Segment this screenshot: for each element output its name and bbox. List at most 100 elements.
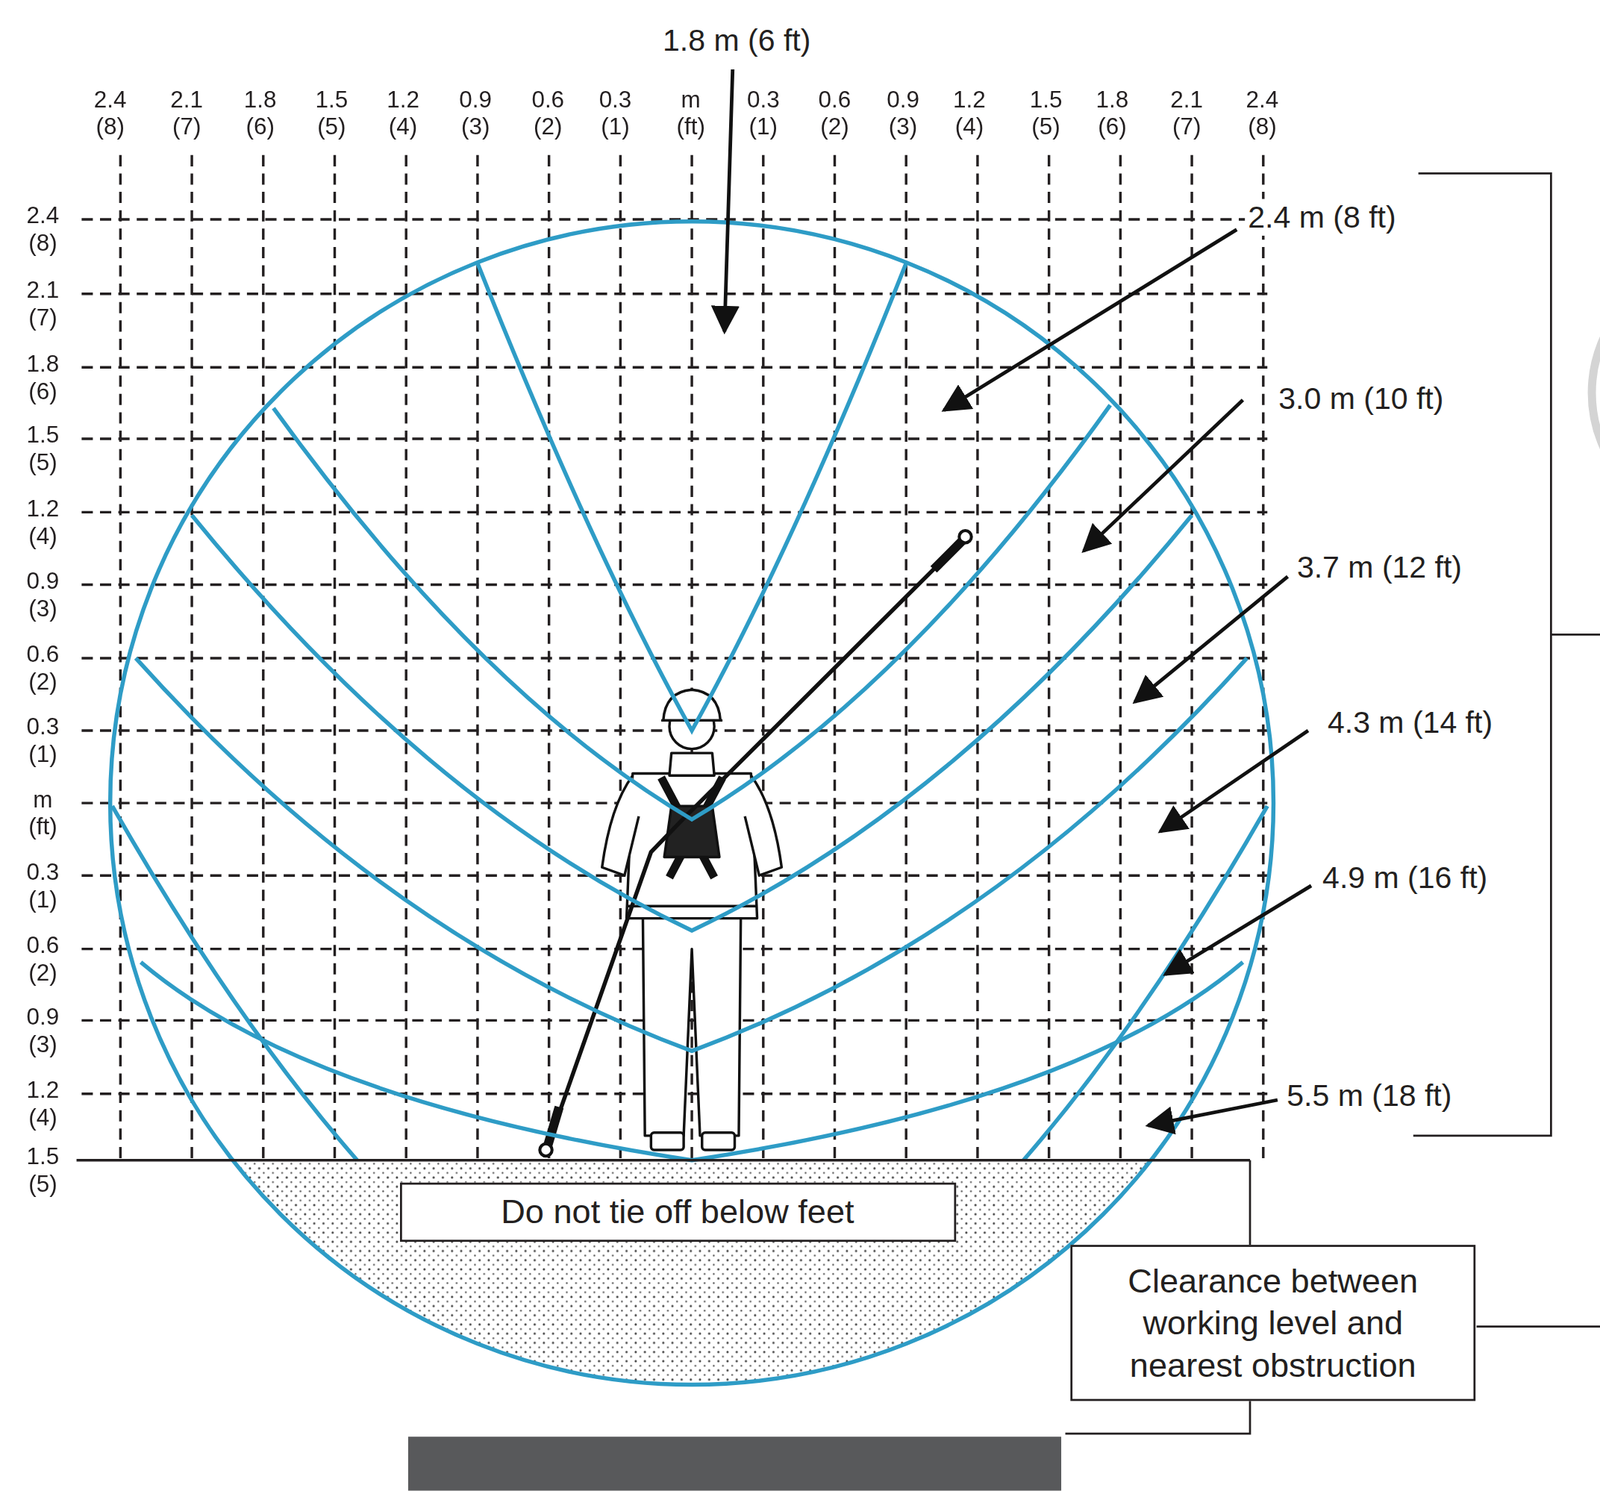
note-box: Clearance between working level and near… xyxy=(1070,1244,1476,1401)
grid-line xyxy=(81,511,1268,514)
grid-line xyxy=(81,292,1268,295)
axis-label: 0.3 (1) xyxy=(26,713,60,769)
grid-line xyxy=(1047,155,1050,1161)
axis-label: 0.3 (1) xyxy=(26,858,60,914)
worker-figure xyxy=(661,777,723,878)
box-text: Clearance between working level and near… xyxy=(1082,1259,1464,1386)
clearance-curve xyxy=(273,405,1110,820)
clearance-curve xyxy=(477,263,906,731)
axis-label: 1.8 (6) xyxy=(244,85,277,142)
axis-label: 1.8 (6) xyxy=(1096,85,1130,142)
box-text: Do not tie off below feet xyxy=(500,1191,854,1233)
obstruction-bar xyxy=(408,1436,1062,1491)
axis-label: 2.4 (8) xyxy=(94,85,127,142)
bracket-line xyxy=(76,173,1600,1434)
bracket-line xyxy=(1476,1325,1600,1328)
axis-label: 0.6 (2) xyxy=(26,641,60,697)
worker-figure xyxy=(602,775,639,876)
axis-label: 1.2 (4) xyxy=(386,85,420,142)
grid-line xyxy=(333,155,336,1161)
lanyard xyxy=(933,538,965,570)
grid-line xyxy=(904,155,907,1161)
axis-label: 2.1 (7) xyxy=(26,276,60,333)
leader-arrow xyxy=(944,229,1237,411)
box-text-group: Do not tie off below feet xyxy=(500,1191,854,1233)
distance-label: 1.8 m (6 ft) xyxy=(659,22,815,59)
lanyard xyxy=(539,1144,552,1156)
bracket-line xyxy=(1065,1400,1250,1434)
axis-label: 0.9 (3) xyxy=(26,567,60,623)
grid-line xyxy=(976,155,979,1161)
axis-label: 0.3 (1) xyxy=(599,85,633,142)
axis-label: 0.3 (1) xyxy=(747,85,780,142)
clearance-curve xyxy=(111,805,357,1160)
worker-figure xyxy=(744,775,782,876)
grid-line xyxy=(81,583,1268,586)
bracket-line xyxy=(1413,173,1552,1136)
grid-line xyxy=(81,155,1268,1161)
distance-label: 3.0 m (10 ft) xyxy=(1275,380,1447,418)
clearance-curve xyxy=(1023,805,1268,1160)
axis-label: 0.9 (3) xyxy=(458,85,492,142)
warning-box: Do not tie off below feet xyxy=(399,1182,956,1242)
clearance-curve xyxy=(141,961,1244,1160)
leader-arrow xyxy=(1165,885,1312,975)
bracket-line xyxy=(1550,633,1600,636)
axis-label: 1.2 (4) xyxy=(26,1076,60,1133)
clearance-curve xyxy=(110,221,1274,1386)
leader-arrow xyxy=(724,69,1312,1126)
axis-label: 0.6 (2) xyxy=(26,931,60,987)
distance-label: 5.5 m (18 ft) xyxy=(1283,1077,1455,1115)
distance-label: 4.9 m (16 ft) xyxy=(1319,858,1491,896)
axis-label: 1.5 (5) xyxy=(26,1142,60,1198)
worker-figure xyxy=(642,916,741,1136)
distance-label: 2.4 m (8 ft) xyxy=(1244,199,1400,236)
worker-figure xyxy=(702,1132,736,1150)
axis-label: 1.5 (5) xyxy=(315,85,349,142)
axis-label: 1.5 (5) xyxy=(1029,85,1063,142)
axis-label: 0.6 (2) xyxy=(818,85,852,142)
leader-arrow xyxy=(1160,730,1309,832)
axis-label: 0.9 (3) xyxy=(26,1002,60,1059)
clearance-curve xyxy=(135,658,1248,1051)
axis-label: 2.4 (8) xyxy=(1246,85,1280,142)
axis-label: 1.5 (5) xyxy=(26,421,60,477)
leader-arrow xyxy=(1134,576,1288,703)
grid-line xyxy=(81,366,1268,369)
axis-label: 2.1 (7) xyxy=(170,85,203,142)
grid-line xyxy=(404,155,407,1161)
axis-label: 0.6 (2) xyxy=(531,85,565,142)
leader-arrow xyxy=(1083,400,1243,551)
leader-arrow xyxy=(724,69,733,332)
worker-figure xyxy=(661,719,723,722)
grid-line xyxy=(261,155,265,1161)
worker-figure xyxy=(669,752,715,776)
axis-label: 2.1 (7) xyxy=(1170,85,1203,142)
axis-label: 1.8 (6) xyxy=(26,350,60,406)
bracket-line xyxy=(1249,1160,1252,1248)
distance-label: 4.3 m (14 ft) xyxy=(1324,703,1496,741)
worker-figure xyxy=(650,1132,684,1150)
clearance-curve xyxy=(191,515,1192,932)
axis-label: m (ft) xyxy=(676,85,705,142)
ground-stipple xyxy=(232,1160,1152,1386)
leader-arrow xyxy=(1147,1100,1278,1126)
axis-label: 0.9 (3) xyxy=(886,85,920,142)
lanyard xyxy=(547,1107,559,1146)
worker-figure xyxy=(626,773,758,918)
clearance-curve xyxy=(110,221,1274,1386)
edge-circle xyxy=(1591,260,1600,527)
distance-label: 3.7 m (12 ft) xyxy=(1294,549,1465,586)
lanyard xyxy=(958,530,971,543)
grid-line xyxy=(81,656,1268,659)
bracket-line xyxy=(76,1158,1250,1162)
axis-label: 1.2 (4) xyxy=(952,85,986,142)
axis-label: 1.2 (4) xyxy=(26,494,60,550)
axis-label: 2.4 (8) xyxy=(26,202,60,258)
lanyard xyxy=(539,530,971,1156)
grid-line xyxy=(81,437,1268,440)
lanyard xyxy=(547,538,965,1145)
box-text-group: Clearance between working level and near… xyxy=(1082,1259,1464,1386)
axis-label: m (ft) xyxy=(28,785,57,842)
